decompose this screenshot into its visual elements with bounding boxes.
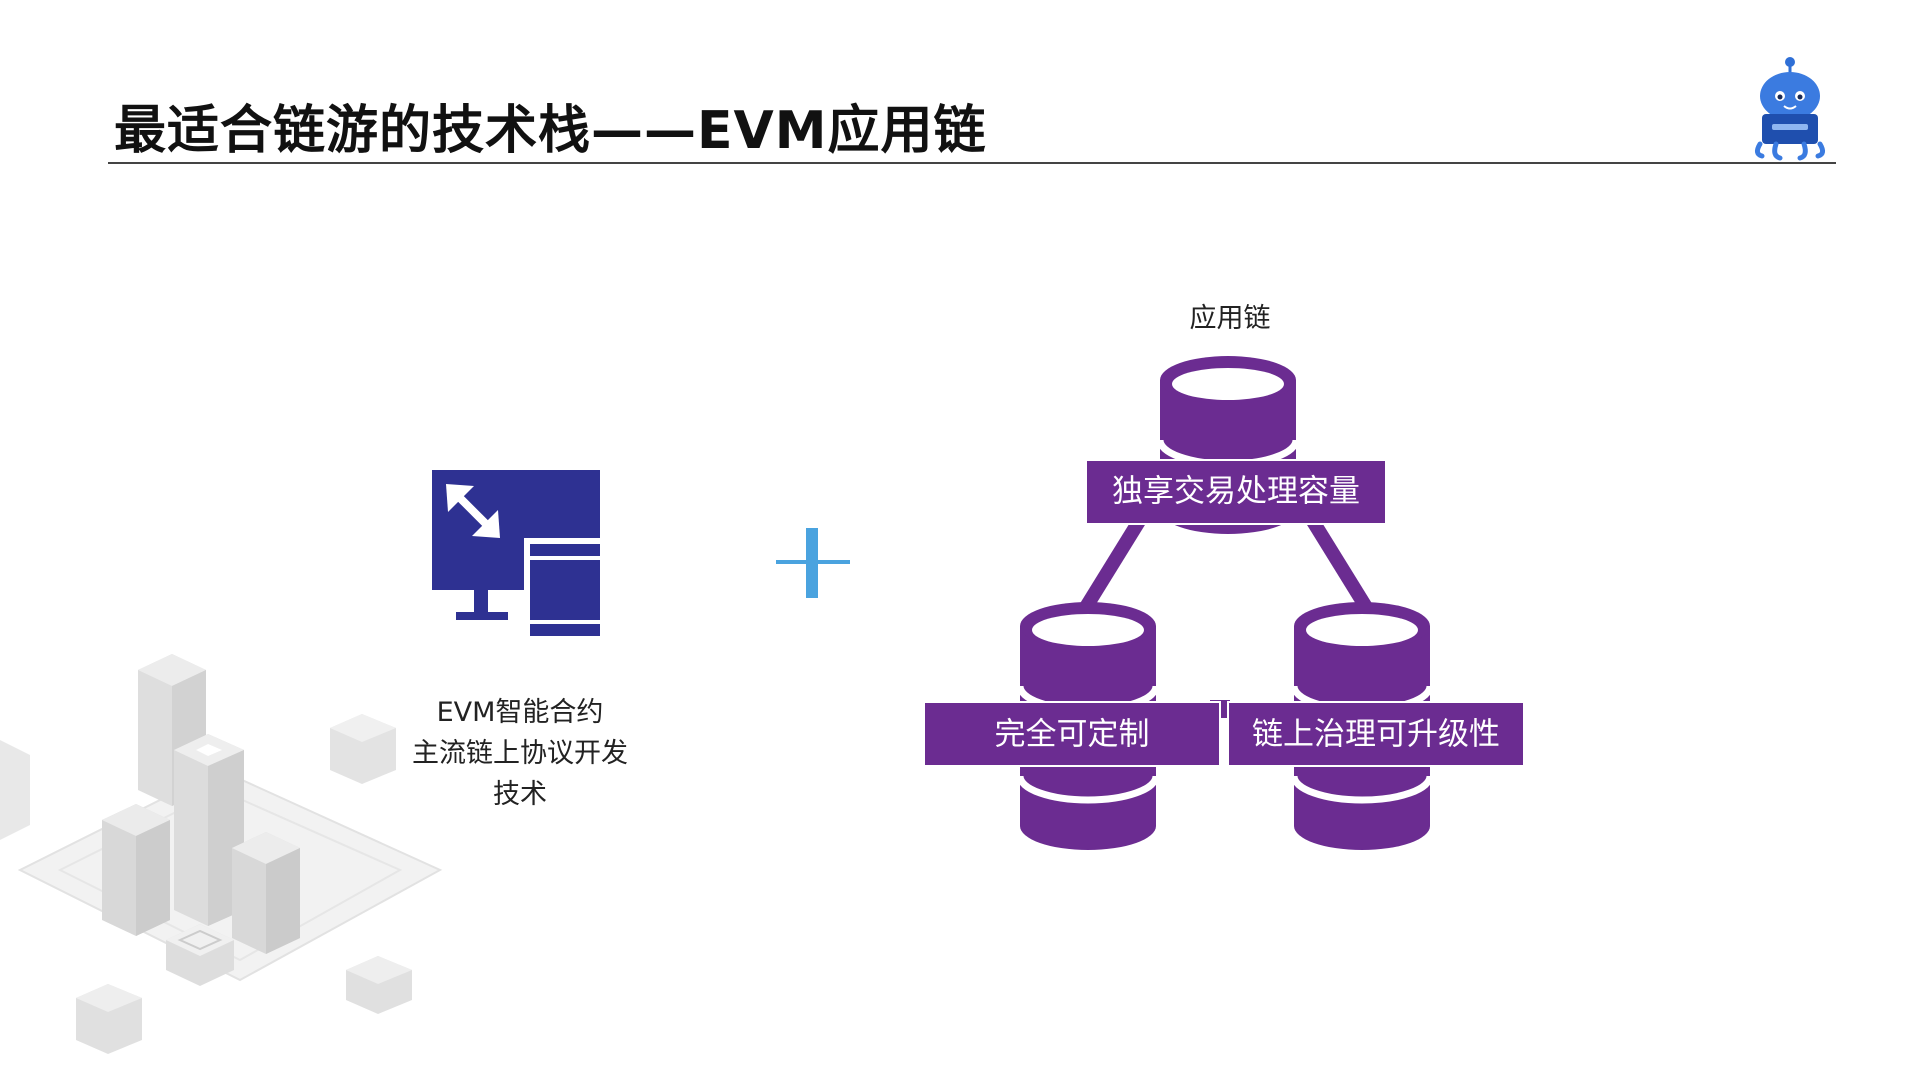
plus-icon [776, 528, 850, 598]
feature-label-bottom-left: 完全可定制 [995, 717, 1150, 753]
robot-mascot-icon [1754, 57, 1826, 161]
evm-label-line: 技术 [493, 779, 547, 810]
feature-label-top: 独享交易处理容量 [1112, 474, 1360, 510]
app-chain-label: 应用链 [1189, 303, 1271, 334]
feature-box-bottom-left [923, 701, 1221, 767]
feature-label-bottom-right: 链上治理可升级性 [1252, 717, 1500, 753]
feature-box-bottom-right [1227, 701, 1525, 767]
page-title: 最适合链游的技术栈——EVM应用链 [114, 101, 987, 161]
title-divider [108, 162, 1836, 164]
evm-description: EVM智能合约 主流链上协议开发 技术 [380, 692, 660, 815]
connector-line [1300, 506, 1380, 624]
isometric-city-illustration [0, 654, 443, 1054]
evm-label-line: 主流链上协议开发 [412, 738, 628, 769]
evm-label-line: EVM智能合约 [436, 697, 604, 728]
connector-line [1072, 506, 1152, 624]
responsive-devices-icon [432, 470, 606, 642]
app-chain-diagram: 独享交易处理容量 完全可定制 链上治理可升级性 [923, 356, 1525, 850]
feature-box-top [1085, 459, 1387, 525]
